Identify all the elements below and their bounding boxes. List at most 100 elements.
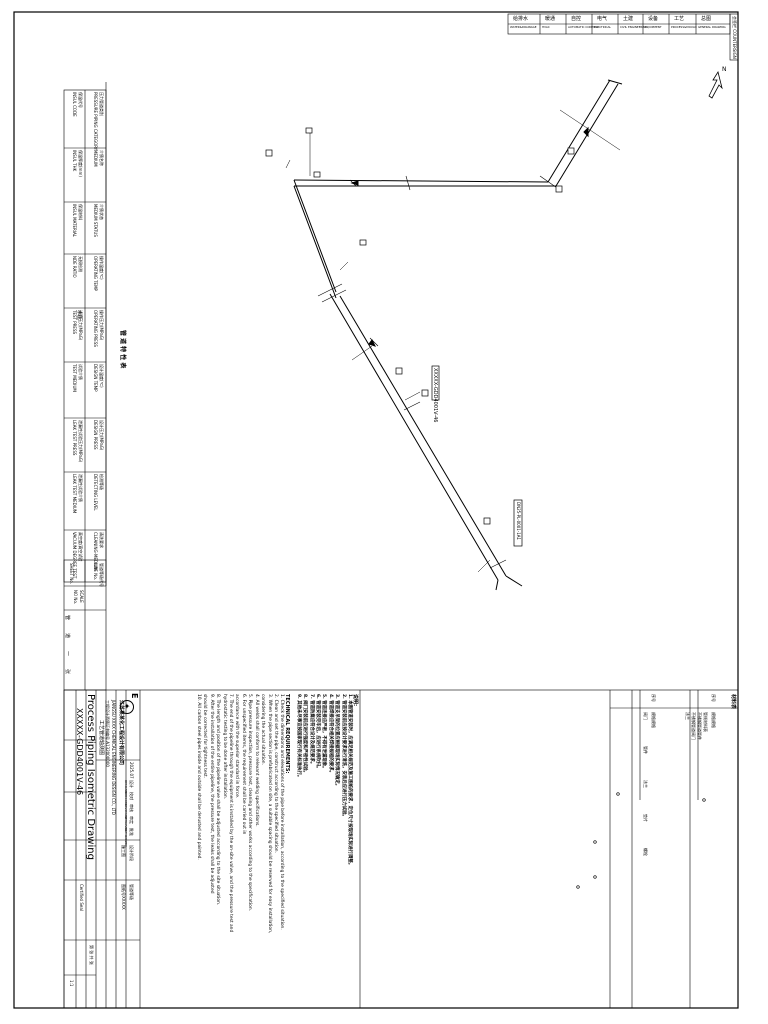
sheet-border: [13, 11, 739, 1009]
spec-en1-3: OPERATING TEMP: [93, 256, 98, 291]
role-0: 设计: [129, 780, 134, 788]
notes-title-en: TECHNICAL REQUIREMENTS:: [284, 694, 291, 774]
discipline-en-5: EQUIPMENT: [645, 25, 662, 29]
notes-en-line: 5. Pipe pressure inspection, pressure te…: [247, 694, 253, 912]
notes-cn-line: 4. 管道焊接应符合相关焊接规程的要求。: [327, 694, 333, 775]
discipline-en-6: PROCESS&MOULD: [671, 25, 697, 29]
role-2: 审核: [129, 804, 134, 812]
spec-cn2-7: 泄漏性试验介质: [78, 474, 83, 502]
material-header-1-spec: 规格规格: [651, 712, 656, 728]
project-name: 工艺管道轴测图: [98, 720, 104, 756]
material-row-1: 法兰: [643, 780, 648, 788]
stamp-label-2: LINE No.: [93, 563, 98, 580]
discipline-cn-6: 工艺: [674, 16, 685, 22]
material-row-1: 螺栓: [643, 848, 648, 856]
notes-title-cn: 说明:: [352, 694, 358, 706]
stamp-value-3: 张: [64, 669, 70, 675]
issue-date: 2025.07: [129, 762, 134, 779]
discipline-cn-0: 给排水: [513, 16, 529, 22]
spec-cn1-7: 检测等级: [99, 474, 104, 490]
pipe-label-1: DN25-PL-0001-1A1: [516, 502, 521, 541]
notes-en-line: 7. The end of the pipeline through the e…: [228, 694, 234, 933]
spec-en2-6: LEAK TEST PRESS: [72, 420, 77, 456]
notes-en-line: 10. All carbon steel pipes inside and ou…: [196, 694, 202, 860]
discipline-cn-7: 总图: [701, 16, 712, 22]
certified-seal-label: Certified Seal: [79, 884, 84, 911]
notes-cn-line: 5. 管道连接应严密，不得有泄漏现象。: [321, 694, 327, 771]
stamp-label-1: 管道等级代号: [99, 563, 104, 587]
material-row-1: 垫片: [643, 814, 648, 822]
role-4: 批准: [129, 828, 134, 836]
sheet-count: 第 张 共 张: [89, 945, 94, 965]
title-block-grid: [63, 689, 739, 1009]
stamp-value-1: 道: [64, 633, 70, 639]
spec-en1-4: OPERATING PRESS: [93, 310, 98, 347]
stage-label: 设计阶段: [129, 845, 134, 861]
notes-en-line: 6. For unspecified items, the requiremen…: [240, 694, 246, 835]
material-row-2: 管线材料表: [703, 712, 708, 732]
discipline-en-4: CIVIL ENGINEERING: [620, 25, 648, 29]
spec-cn1-6: 设计压力(MPaG): [99, 420, 104, 451]
spec-value-hydro: 水压: [76, 310, 82, 321]
notes-cn-lines: 1. 本图管道安装时，应满足相关规范及施工图纸的要求，定位尺寸按现场实际进行调整…: [294, 694, 352, 1006]
countersign-label: 会签栏 COUNTERSIGN: [732, 16, 737, 59]
discipline-grid: [507, 13, 739, 61]
material-mark-icon: Φ: [591, 840, 597, 844]
spec-cn2-0: 保温代号: [78, 92, 83, 108]
spec-cn1-0: 压力管道类别: [99, 92, 104, 116]
material-header-2-spec: 规格规格: [711, 712, 716, 728]
notes-cn-line: 6. 管道安装完毕后，应进行系统吹扫。: [314, 694, 320, 771]
spec-cn1-8: 清洗要求: [99, 532, 104, 548]
discipline-cn-1: 暖通: [545, 16, 556, 22]
notes-cn-line: 1. 本图管道安装时，应满足相关规范及施工图纸的要求，定位尺寸按现场实际进行调整…: [347, 694, 352, 868]
spec-en1-5: DESIGN TEMP: [93, 364, 98, 392]
discipline-cn-2: 自控: [571, 16, 582, 22]
notes-cn-line: 9. 其他未尽事宜按国家现行有关标准执行。: [295, 694, 301, 780]
spec-cn2-3: 无损检测: [78, 256, 83, 272]
notes-block: 说明: 1. 本图管道安装时，应满足相关规范及施工图纸的要求，定位尺寸按现场实际…: [195, 694, 358, 1006]
notes-en-line: 2. Clean and set the pipe, construct acc…: [272, 694, 278, 853]
material-mark-icon: Φ: [591, 875, 597, 879]
material-row-2: 不锈钢管道管件: [697, 712, 702, 740]
notes-en-line: hydrostatic testing to be done after ins…: [221, 694, 227, 800]
revision: E: [130, 693, 139, 699]
role-1: 校对: [129, 792, 134, 800]
material-mark-icon: Φ: [700, 798, 706, 802]
spec-cn2-6: 泄漏性试验压力(MPaG): [78, 420, 83, 463]
discipline-en-3: ELECTRICAL: [594, 25, 611, 29]
drawing-number: XXXXX-GDD4001V-46: [75, 708, 84, 796]
stamp-scale-label: SCALE: [79, 590, 84, 603]
stamp-value-0: 管: [64, 615, 70, 621]
spec-cn2-1: 保温厚度(mm): [78, 150, 83, 177]
notes-en-line: 8. The length and position of the pipeli…: [215, 694, 221, 906]
spec-cn2-8: 真空度/真空试验: [78, 532, 83, 562]
notes-en-line: 1. Check the dimensions and elevations o…: [279, 694, 285, 930]
material-row-2: 不锈钢管道阀门: [691, 712, 696, 740]
discipline-en-2: AUTOMATIC CONTROL: [568, 25, 600, 29]
notes-cn-line: 3. 管道支吊架的位置应根据现场实际情况确定。: [334, 694, 340, 789]
stage-value: 施工图: [121, 845, 126, 857]
spec-en2-3: NDE RATIO: [72, 256, 77, 278]
spec-cn1-2: 介质状态: [99, 204, 104, 220]
spec-en1-7: DETECTING LEVEL: [93, 474, 98, 511]
material-header-1-no: 序号: [651, 694, 656, 702]
pipe-tag-box-label: XXXXX-GDD4001V-46: [432, 368, 438, 423]
role-3: 审定: [129, 816, 134, 824]
discipline-en-7: GENERAL DRAWING: [698, 25, 726, 29]
spec-en1-0: PRESSURE PIPING CATEGORY: [93, 92, 98, 151]
stamp-value-2: 一: [64, 651, 70, 657]
spec-en1-6: DESIGN PRESS: [93, 420, 98, 450]
company-logo-icon: ✦: [120, 700, 134, 714]
spec-table-title: 管 道 特 性 表: [119, 330, 126, 369]
notes-en-lines: 1. Check the dimensions and elevations o…: [195, 694, 285, 1006]
spec-cn1-4: 操作压力(MPaG): [99, 310, 104, 341]
material-header-2-no: 序号: [711, 694, 716, 702]
notes-en-line: 9. After the installation of the entire …: [208, 694, 214, 894]
discipline-cn-4: 土建: [623, 16, 634, 22]
discipline-cn-5: 设备: [648, 16, 659, 22]
material-row-1: 阀门: [643, 712, 648, 720]
spec-en1-2: MEDIUM STATUS: [93, 204, 98, 237]
spec-en2-2: INSUL MATERIAL: [72, 204, 77, 237]
